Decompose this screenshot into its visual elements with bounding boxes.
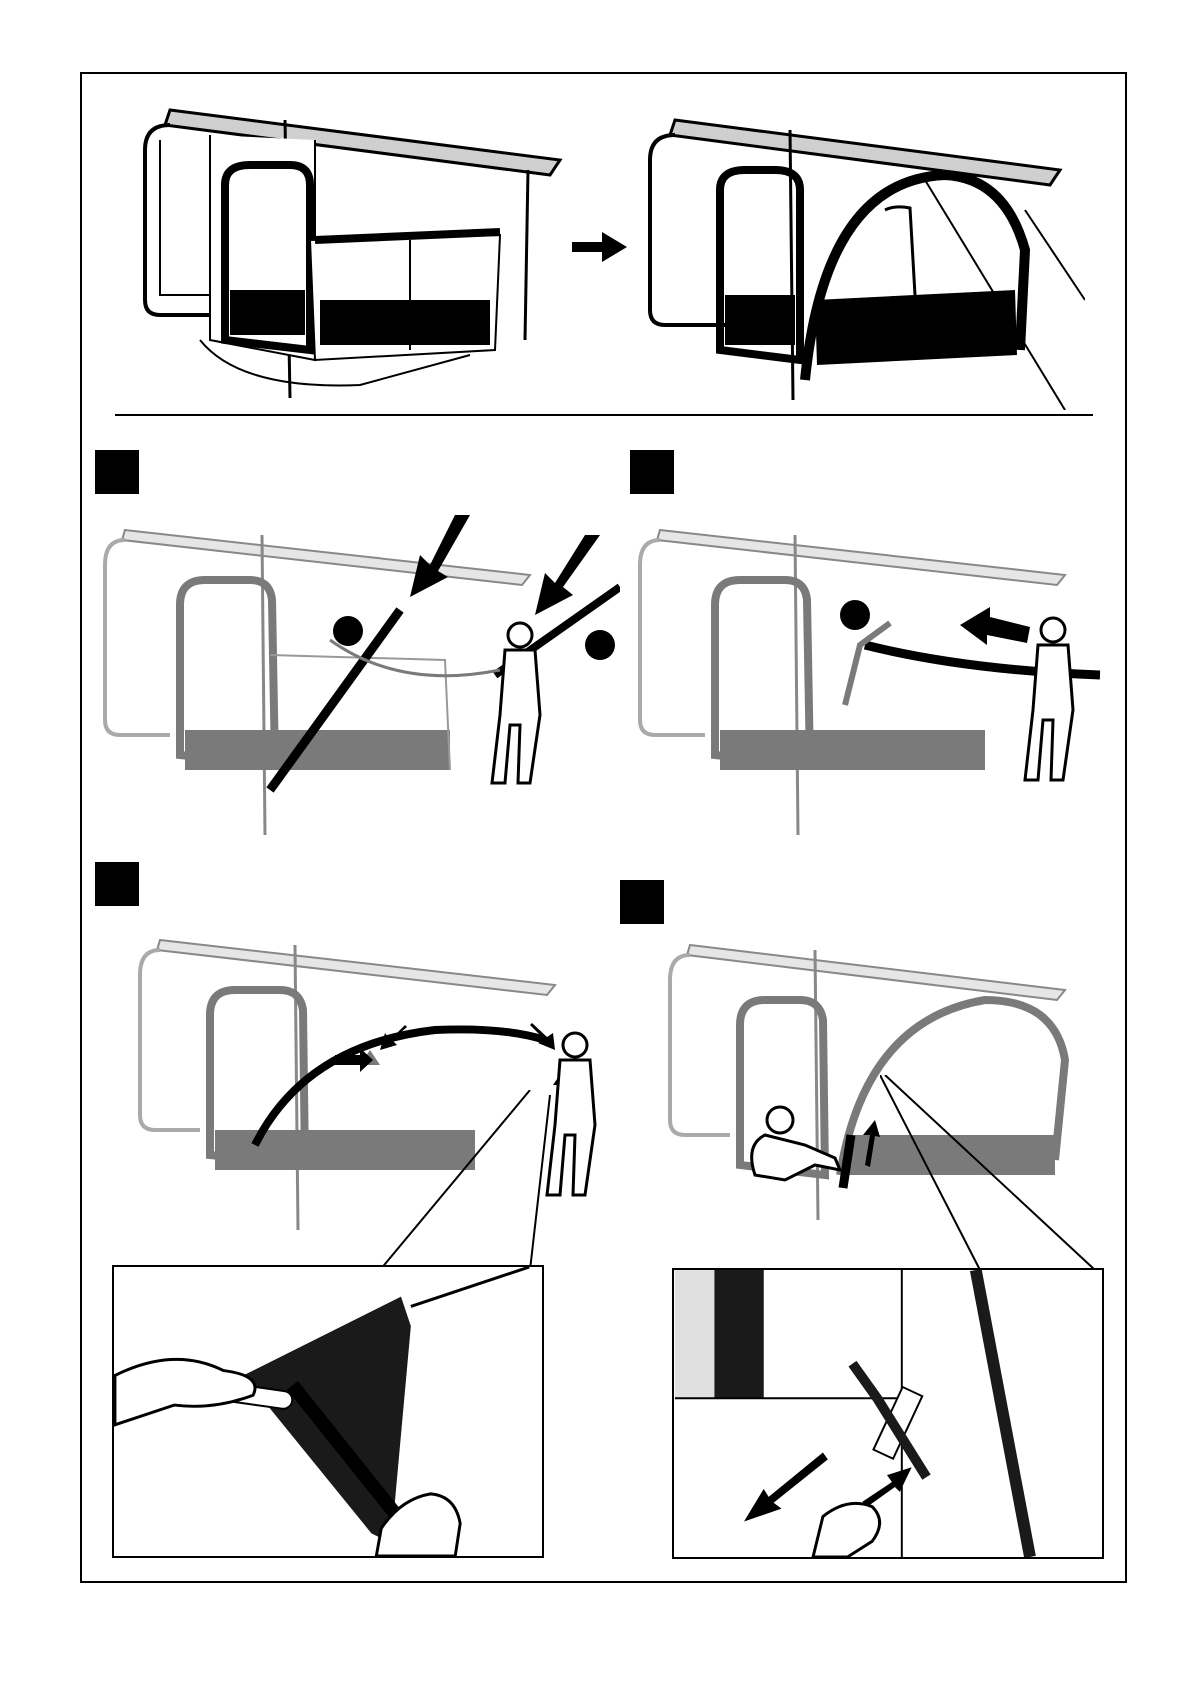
detail-connector-right [880,1075,1110,1275]
section-divider [115,414,1093,416]
detail-connector-left [380,1090,560,1270]
step-4-marker [620,880,664,924]
step-2-illustration [635,505,1110,840]
overview-before-illustration [140,100,570,400]
step-1-marker [95,450,139,494]
strap-tensioning-detail [672,1268,1104,1559]
step-1-illustration [100,505,620,840]
right-arrow-icon [572,232,627,262]
step-2-marker [630,450,674,494]
step-3-marker [95,862,139,906]
corner-pocket-detail [112,1265,544,1558]
overview-after-illustration [645,100,1085,410]
